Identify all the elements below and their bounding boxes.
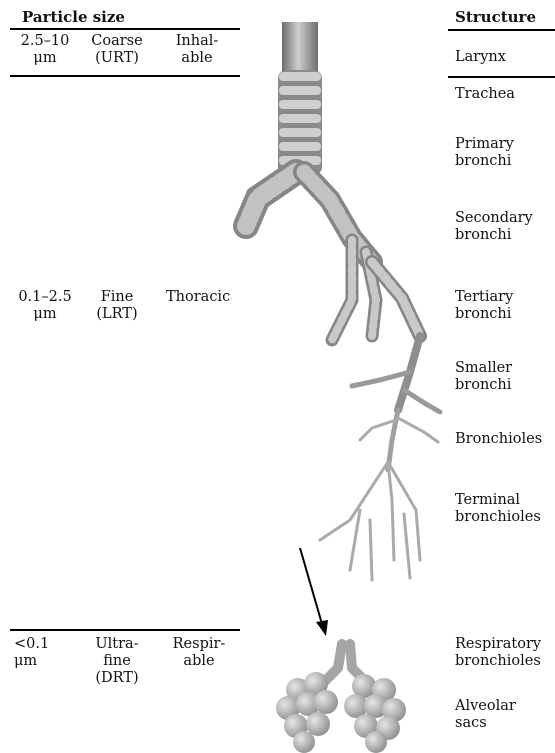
alveolar-sacs-shape <box>276 644 406 753</box>
trachea-shape <box>278 70 322 175</box>
larynx-shape <box>282 22 318 72</box>
zoom-arrow <box>300 548 328 636</box>
bronchi-shape <box>246 172 440 580</box>
